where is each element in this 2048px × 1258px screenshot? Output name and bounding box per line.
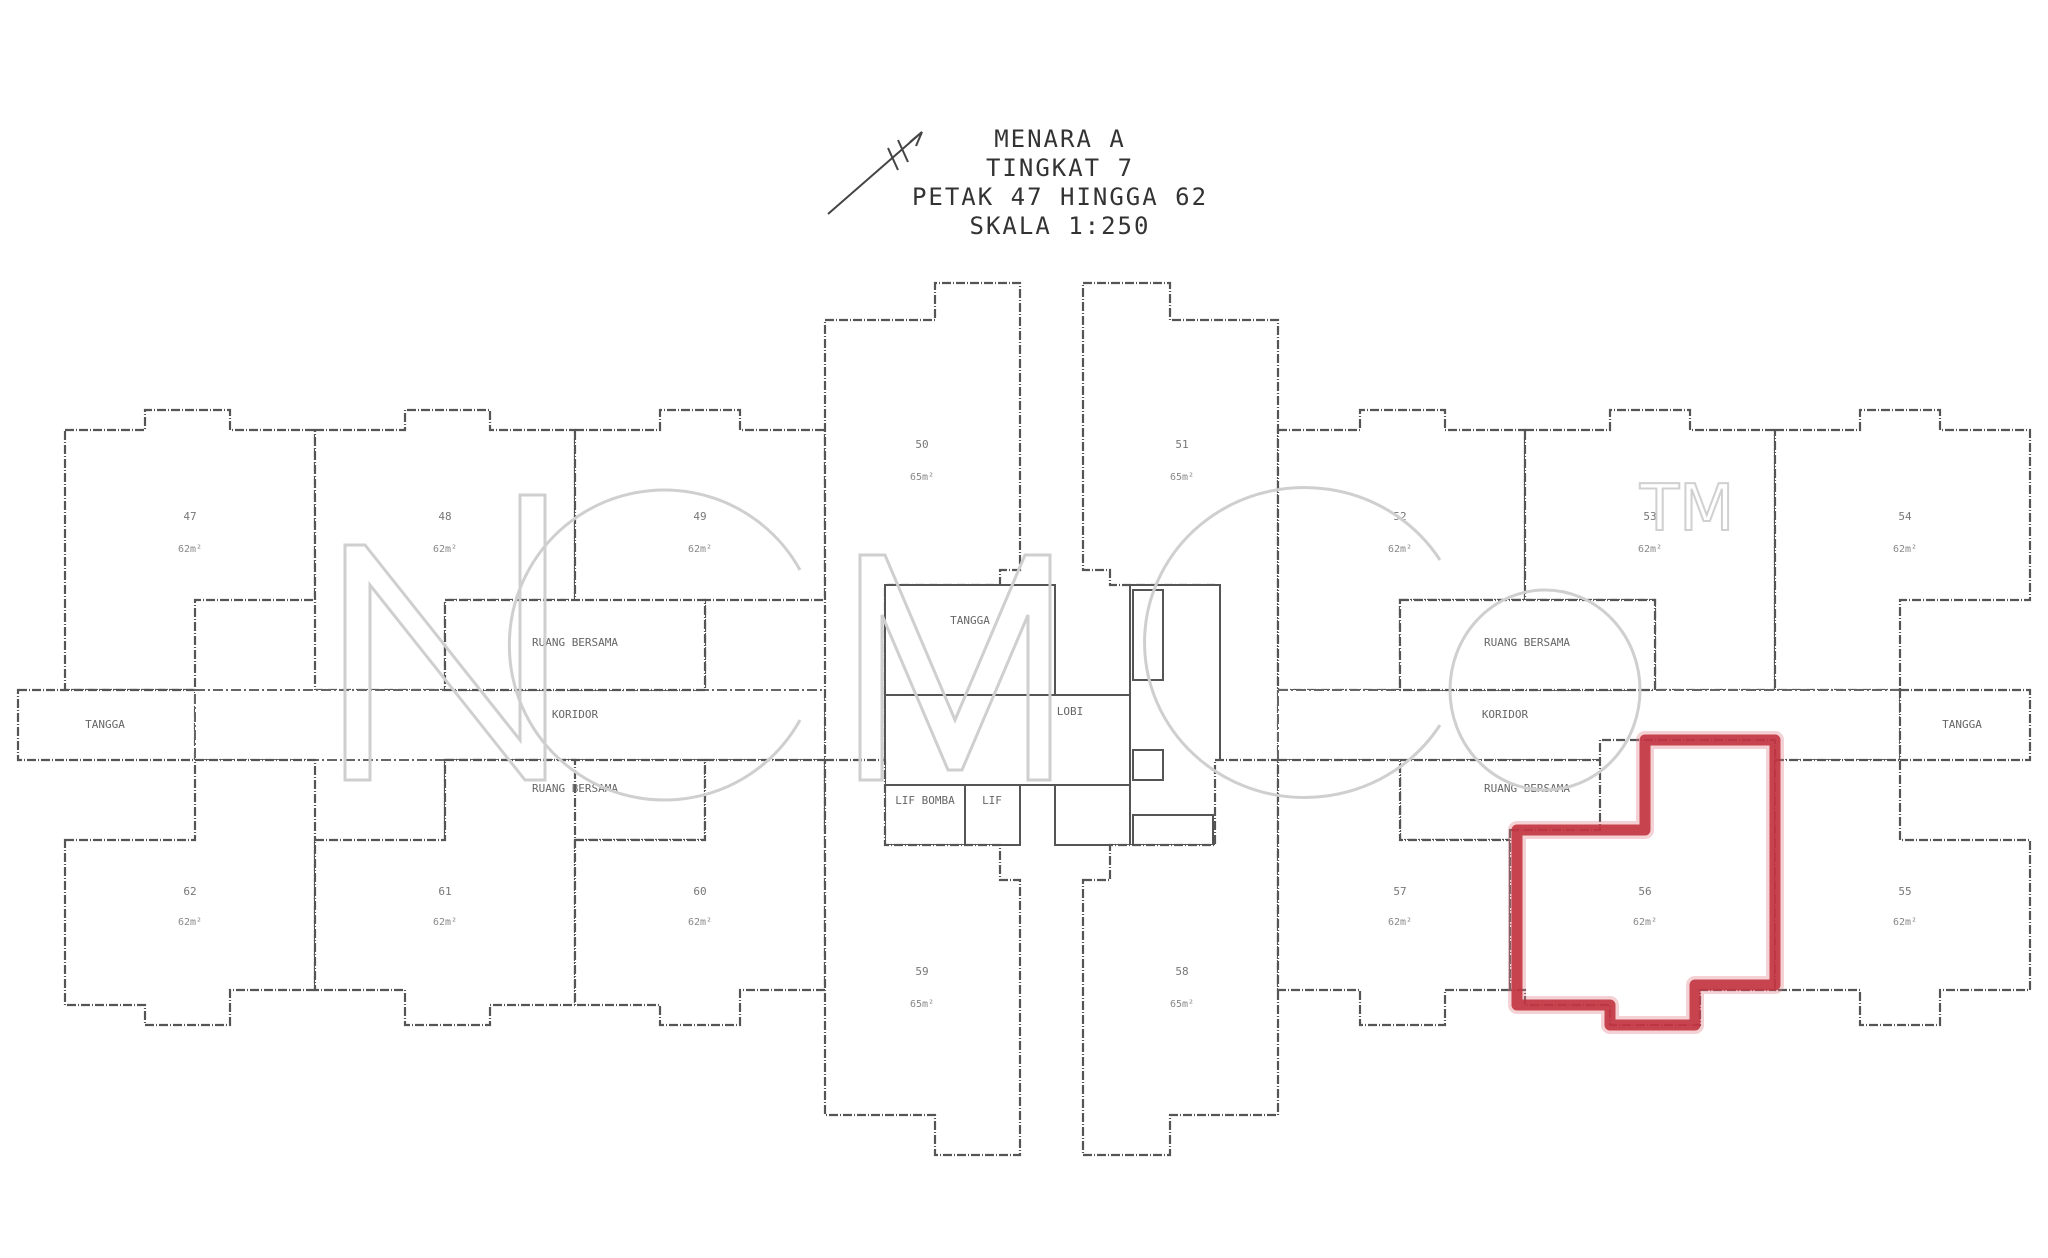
label-corridor-right: KORIDOR: [1482, 708, 1529, 721]
unit-id-58: 58: [1175, 965, 1188, 978]
unit-area-57: 62m²: [1388, 917, 1412, 928]
label-lobby: LOBI: [1057, 705, 1084, 718]
core-lift-b: [1054, 784, 1131, 846]
label-end-right: TANGGA: [1942, 718, 1982, 731]
watermark-letter-o: [1448, 588, 1642, 792]
title-line-parcels: PETAK 47 HINGGA 62: [912, 183, 1208, 211]
highlight-outline[interactable]: [1511, 734, 1781, 1031]
unit-area-47: 62m²: [178, 544, 202, 555]
core-lift-a: [964, 784, 1021, 846]
unit-area-61: 62m²: [433, 917, 457, 928]
highlight-unit-56[interactable]: [1508, 731, 1784, 1034]
label-common-right-top: RUANG BERSAMA: [1484, 636, 1570, 649]
unit-area-49: 62m²: [688, 544, 712, 555]
watermark-tm: TM: [1639, 472, 1734, 546]
unit-labels: 47 62m² 48 62m² 49 62m² 50 65m² 51 65m² …: [178, 438, 1917, 1010]
watermark-letter-c1: [507, 488, 802, 802]
unit-outline-61: [313, 758, 577, 1027]
unit-outline-54: [1773, 408, 2032, 692]
right-wing: [1276, 408, 2032, 1027]
unit-outline-47: [63, 408, 317, 692]
label-end-left: TANGGA: [85, 718, 125, 731]
label-lift: LIF: [982, 794, 1002, 807]
unit-id-57: 57: [1393, 885, 1406, 898]
title-block: MENARA A TINGKAT 7 PETAK 47 HINGGA 62 SK…: [912, 125, 1208, 240]
unit-area-58: 65m²: [1170, 999, 1194, 1010]
unit-area-60: 62m²: [688, 917, 712, 928]
unit-area-50: 65m²: [910, 472, 934, 483]
unit-outline-55: [1773, 758, 2032, 1027]
unit-area-59: 65m²: [910, 999, 934, 1010]
core-duct-b: [1132, 749, 1164, 781]
unit-id-47: 47: [183, 510, 196, 523]
watermark-letter-c2: [1143, 486, 1442, 799]
common-right-top: [1398, 598, 1657, 692]
unit-id-56: 56: [1638, 885, 1651, 898]
unit-id-61: 61: [438, 885, 451, 898]
title-line-scale: SKALA 1:250: [970, 212, 1151, 240]
label-common-left-top: RUANG BERSAMA: [532, 636, 618, 649]
unit-area-53: 62m²: [1638, 544, 1662, 555]
watermark: TM: [343, 471, 1735, 802]
unit-id-62: 62: [183, 885, 196, 898]
core-duct-a: [1132, 589, 1164, 681]
watermark-letter-n: [343, 493, 547, 782]
center-block: [823, 281, 1280, 1157]
label-corridor-left: KORIDOR: [552, 708, 599, 721]
unit-area-56: 62m²: [1633, 917, 1657, 928]
unit-id-54: 54: [1898, 510, 1912, 523]
unit-id-55: 55: [1898, 885, 1911, 898]
unit-area-54: 62m²: [1893, 544, 1917, 555]
corridor-right: [1277, 689, 1901, 761]
unit-id-59: 59: [915, 965, 928, 978]
unit-area-48: 62m²: [433, 544, 457, 555]
unit-area-51: 65m²: [1170, 472, 1194, 483]
core-labels: TANGGA LOBI LIF BOMBA LIF TANGGA TANGGA …: [85, 614, 1982, 807]
unit-area-52: 62m²: [1388, 544, 1412, 555]
unit-area-62: 62m²: [178, 917, 202, 928]
corridor-left: [194, 689, 826, 761]
north-arrow-icon: [827, 131, 923, 215]
unit-id-60: 60: [693, 885, 706, 898]
core-lobby: [884, 694, 1131, 786]
watermark-letter-m: [858, 553, 1052, 782]
label-bomba-lift: LIF BOMBA: [895, 794, 955, 807]
title-line-floor: TINGKAT 7: [986, 154, 1134, 182]
unit-id-51: 51: [1175, 438, 1188, 451]
unit-outline-50: [823, 281, 1022, 832]
unit-outline-59: [823, 758, 1022, 1157]
unit-outline-57: [1276, 758, 1512, 1027]
title-line-tower: MENARA A: [994, 125, 1126, 153]
unit-outline-62: [63, 758, 317, 1027]
unit-outline-60: [573, 758, 827, 1027]
unit-area-55: 62m²: [1893, 917, 1917, 928]
core-duct-c: [1132, 814, 1214, 846]
end-stair-right: [1898, 688, 2032, 762]
unit-id-48: 48: [438, 510, 451, 523]
unit-id-53: 53: [1643, 510, 1656, 523]
label-stair: TANGGA: [950, 614, 990, 627]
unit-id-49: 49: [693, 510, 706, 523]
left-wing: [16, 408, 827, 1027]
unit-id-50: 50: [915, 438, 928, 451]
